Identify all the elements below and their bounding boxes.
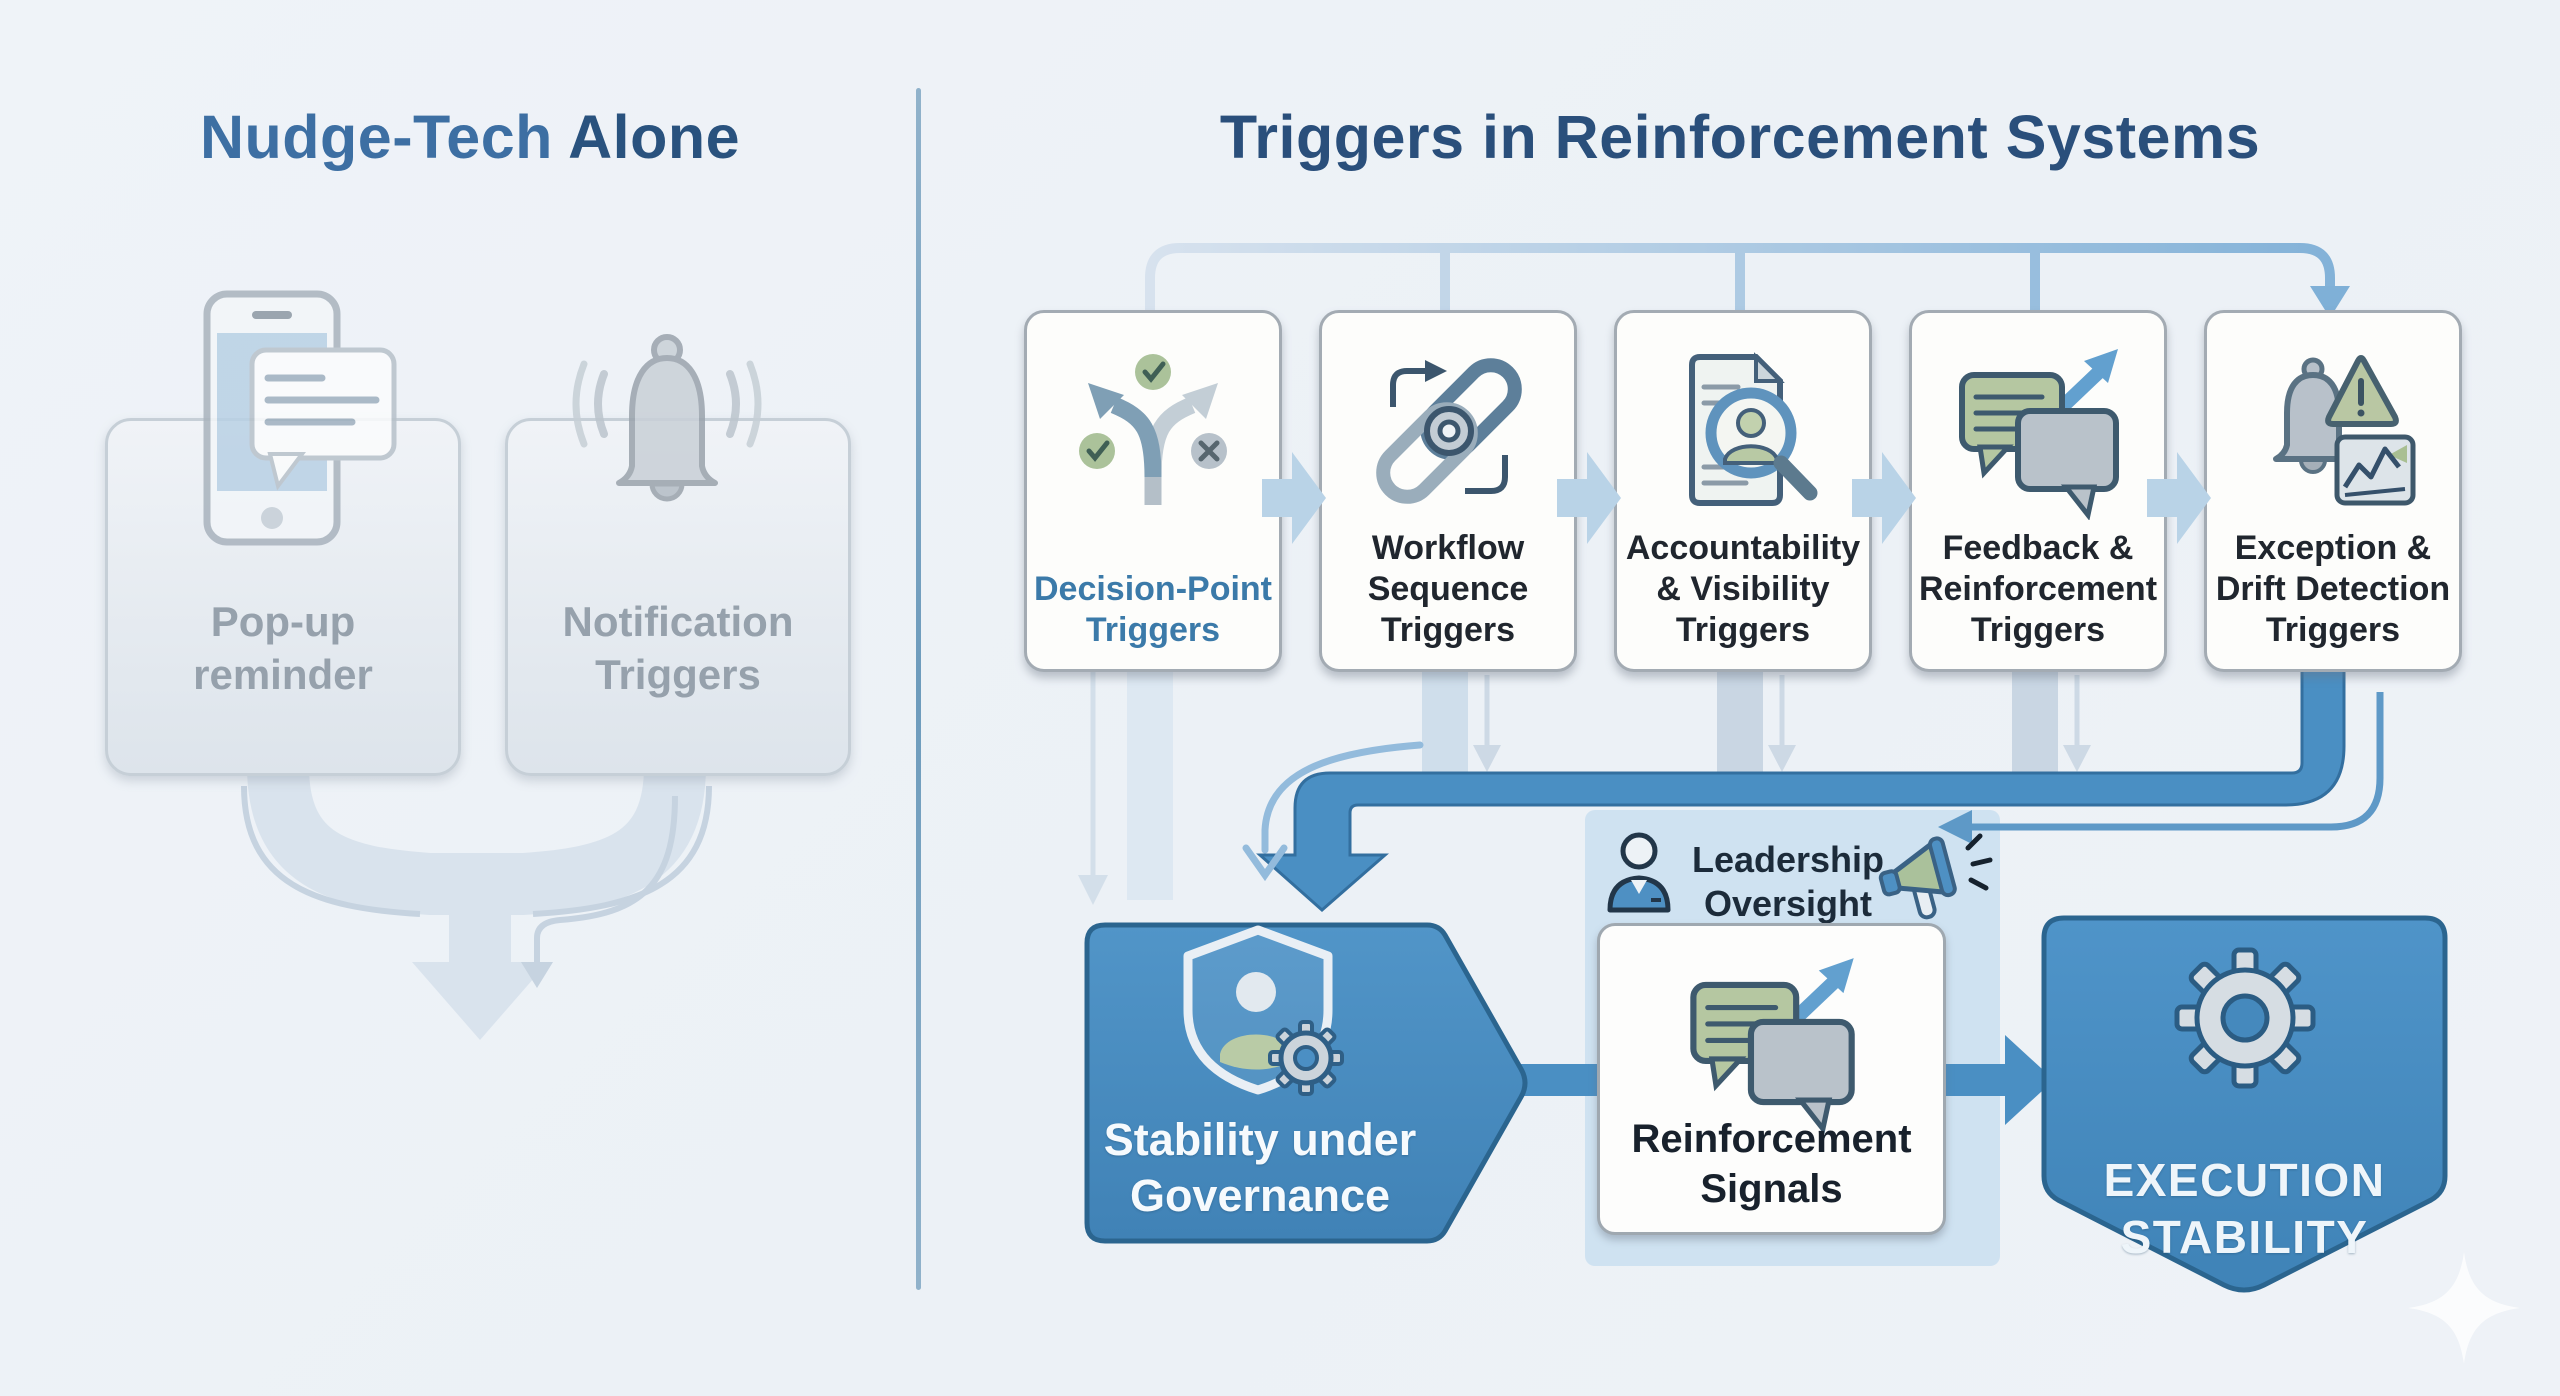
- accountability-visibility-triggers-card: Accountability & Visibility Triggers: [1614, 310, 1872, 672]
- alert-bell-chart-icon: [2273, 355, 2416, 506]
- signals-to-execution-arrow: [1940, 1035, 2054, 1125]
- right-panel-title: Triggers in Reinforcement Systems: [1219, 103, 2261, 171]
- workflow-sequence-triggers-label: Workflow Sequence Triggers: [1367, 529, 1529, 649]
- top-connector: [1145, 243, 2350, 321]
- left-title-part2: Alone: [568, 103, 741, 171]
- feedback-reinforcement-triggers-card: Feedback & Reinforcement Triggers: [1909, 310, 2167, 672]
- feedback-reinforcement-triggers-label: Feedback & Reinforcement Triggers: [1918, 529, 2158, 649]
- feedback-line: [1972, 692, 2384, 831]
- notification-triggers-label: Notification Triggers: [562, 598, 794, 698]
- left-title-part1: Nudge-Tech: [199, 103, 553, 171]
- popup-reminder-label: Pop-up reminder: [193, 598, 373, 698]
- panel-divider: [916, 88, 921, 1290]
- leadership-oversight-label: Leadership Oversight: [1691, 839, 1885, 924]
- exception-drift-detection-triggers-card: Exception & Drift Detection Triggers: [2204, 310, 2462, 672]
- reinforcement-signals-label: Reinforcement Signals: [1631, 1117, 1912, 1211]
- decision-point-triggers-card: Decision-Point Triggers: [1024, 310, 1282, 672]
- branching-arrows-icon: [1079, 354, 1227, 505]
- left-panel-title: Nudge-Tech Alone: [130, 102, 810, 172]
- card-gap-arrow-1: [1262, 452, 1326, 544]
- accountability-visibility-triggers-label: Accountability & Visibility Triggers: [1625, 529, 1861, 649]
- card-gap-arrow-4: [2147, 452, 2211, 544]
- chain-link-icon: [1376, 358, 1522, 504]
- top-connector-arrowhead: [2310, 286, 2350, 318]
- reinforcement-signals-card: Reinforcement Signals: [1597, 923, 1946, 1235]
- gear-icon: [2174, 947, 2316, 1089]
- feedback-arrowhead: [1938, 810, 1972, 844]
- reinforcement-chat-arrow-icon: [1690, 958, 1855, 1134]
- decision-point-triggers-label: Decision-Point Triggers: [1033, 570, 1273, 649]
- bell-icon: [572, 334, 762, 502]
- lower-connectors: [1078, 660, 2384, 1125]
- workflow-sequence-triggers-card: Workflow Sequence Triggers: [1319, 310, 1577, 672]
- execution-stability-label: EXECUTION STABILITY: [2103, 1154, 2386, 1263]
- document-magnifier-icon: [1689, 352, 1818, 506]
- main-flow-band: [1256, 663, 2346, 912]
- smartphone-popup-icon: [203, 290, 397, 546]
- execution-stability-badge: [2041, 915, 2448, 1293]
- megaphone-icon: [1878, 833, 1993, 920]
- exception-drift-detection-triggers-label: Exception & Drift Detection Triggers: [2215, 529, 2451, 649]
- shield-user-gear-icon: [1183, 925, 1344, 1096]
- stability-governance-label: Stability under Governance: [1103, 1114, 1417, 1221]
- card-gap-arrow-2: [1557, 452, 1621, 544]
- leader-person-icon: [1607, 832, 1671, 913]
- chat-arrow-icon: [1959, 349, 2119, 520]
- merge-connector: [241, 766, 712, 1040]
- sparkle-icon: [2408, 1252, 2520, 1364]
- card-gap-arrow-3: [1852, 452, 1916, 544]
